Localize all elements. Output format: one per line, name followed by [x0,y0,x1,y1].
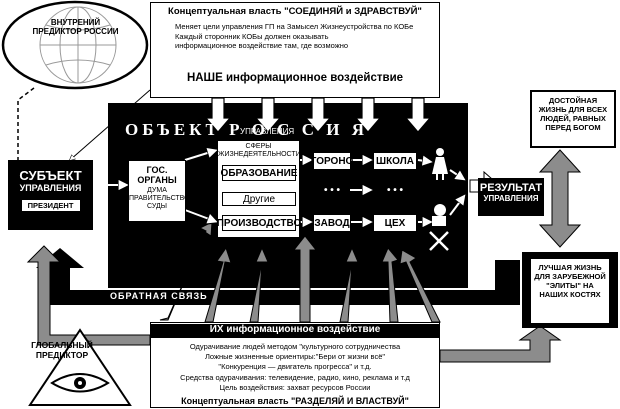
object-subtitle: УПРАВЛЕНИЯ [240,127,295,136]
bottom-influence-arrows [159,221,441,323]
object-title: ОБЪЕКТ Р О С С И Я [125,120,368,139]
top-panel-message: Меняет цели управления ГП на Замысел Жиз… [175,22,435,51]
internal-arrows [92,150,465,222]
result-title: РЕЗУЛЬТАТ [479,182,543,194]
our-influence-label: НАШЕ информационное воздействие [186,72,404,84]
top-line-3: информационное воздействие там, где возм… [175,41,349,50]
top-influence-arrows [204,97,432,133]
dots-middle-2: • • • [386,184,404,196]
good-life-box: ДОСТОЙНАЯ ЖИЗНЬ ДЛЯ ВСЕХ ЛЮДЕЙ, РАВНЫХ П… [530,90,616,148]
sphere-other: Другие [222,192,296,206]
elite-life-box: ЛУЧШАЯ ЖИЗНЬ ДЛЯ ЗАРУБЕЖНОЙ "ЭЛИТЫ" НА Н… [530,258,610,324]
bottom-line-5: Цель воздействия: захват ресурсов России [219,383,371,392]
subject-box: СУБЪЕКТ УПРАВЛЕНИЯ ПРЕЗИДЕНТ [8,160,93,230]
all-seeing-eye-icon [50,373,110,393]
global-predictor-pyramid [28,328,132,406]
sphere-production: ПРОИЗВОДСТВО [217,215,301,231]
woman-figure-icon [432,148,448,180]
result-subtitle: УПРАВЛЕНИЯ [483,194,539,203]
predictor-dashed-link [8,87,35,166]
gov-title: ГОС. ОРГАНЫ [137,165,177,185]
top-panel-title: Концептуальная власть "СОЕДИНЯЙ и ЗДРАВС… [168,6,422,17]
arrow-bottom-to-elite [439,325,562,363]
school-box: ШКОЛА [373,152,417,170]
spheres-title: СФЕРЫ ЖИЗНЕДЕЯТЕЛЬНОСТИ [218,143,301,158]
top-line-2: Каждый сторонник КОБы должен оказывать [175,31,329,41]
result-double-arrow [538,149,582,248]
gorono-box: ГОРОНО [311,152,353,170]
arrow-bottom-to-subject [26,245,151,346]
factory-box: ЗАВОД [313,214,351,232]
sphere-education: ОБРАЗОВАНИЕ [221,165,297,181]
subject-subtitle: УПРАВЛЕНИЯ [19,183,82,193]
feedback-band [50,260,520,305]
internal-predictor-label: ВНУТРЕНИЙ ПРЕДИКТОР РОССИИ [32,18,119,36]
gov-bodies-box: ГОС. ОРГАНЫ ДУМА ПРАВИТЕЛЬСТВО СУДЫ [128,160,190,222]
global-predictor-label: ГЛОБАЛЬНЫЙ ПРЕДИКТОР [31,340,93,360]
subject-title: СУБЪЕКТ [19,168,82,183]
internal-predictor-ellipse [1,0,149,90]
top-panel [150,2,440,98]
president-label: ПРЕЗИДЕНТ [20,199,81,212]
brain-globe-icon [39,6,117,84]
bottom-footer: Концептуальная власть "РАЗДЕЛЯЙ И ВЛАСТВ… [181,396,409,406]
bottom-line-4: Средства одурачивания: телевидение, ради… [180,373,410,382]
bottom-line-3: "Конкуренция — двигатель прогресса" и т.… [218,362,372,371]
worker-figure-icon [432,204,446,226]
bottom-line-2: Ложные жизненные ориентиры:"Бери от жизн… [204,352,386,361]
top-line-1: Меняет цели управления ГП на Замысел Жиз… [175,22,414,31]
feedback-label: ОБРАТНАЯ СВЯЗЬ [110,291,208,301]
shop-box: ЦЕХ [373,214,417,232]
dots-middle-1: • • • [323,184,341,196]
their-influence-header: ИХ информационное воздействие [150,324,440,338]
tools-icon [429,231,449,251]
result-box: РЕЗУЛЬТАТ УПРАВЛЕНИЯ [478,178,544,216]
bottom-line-1: Одурачивание людей методом "культурного … [189,342,401,351]
gov-details: ДУМА ПРАВИТЕЛЬСТВО СУДЫ [129,187,190,210]
